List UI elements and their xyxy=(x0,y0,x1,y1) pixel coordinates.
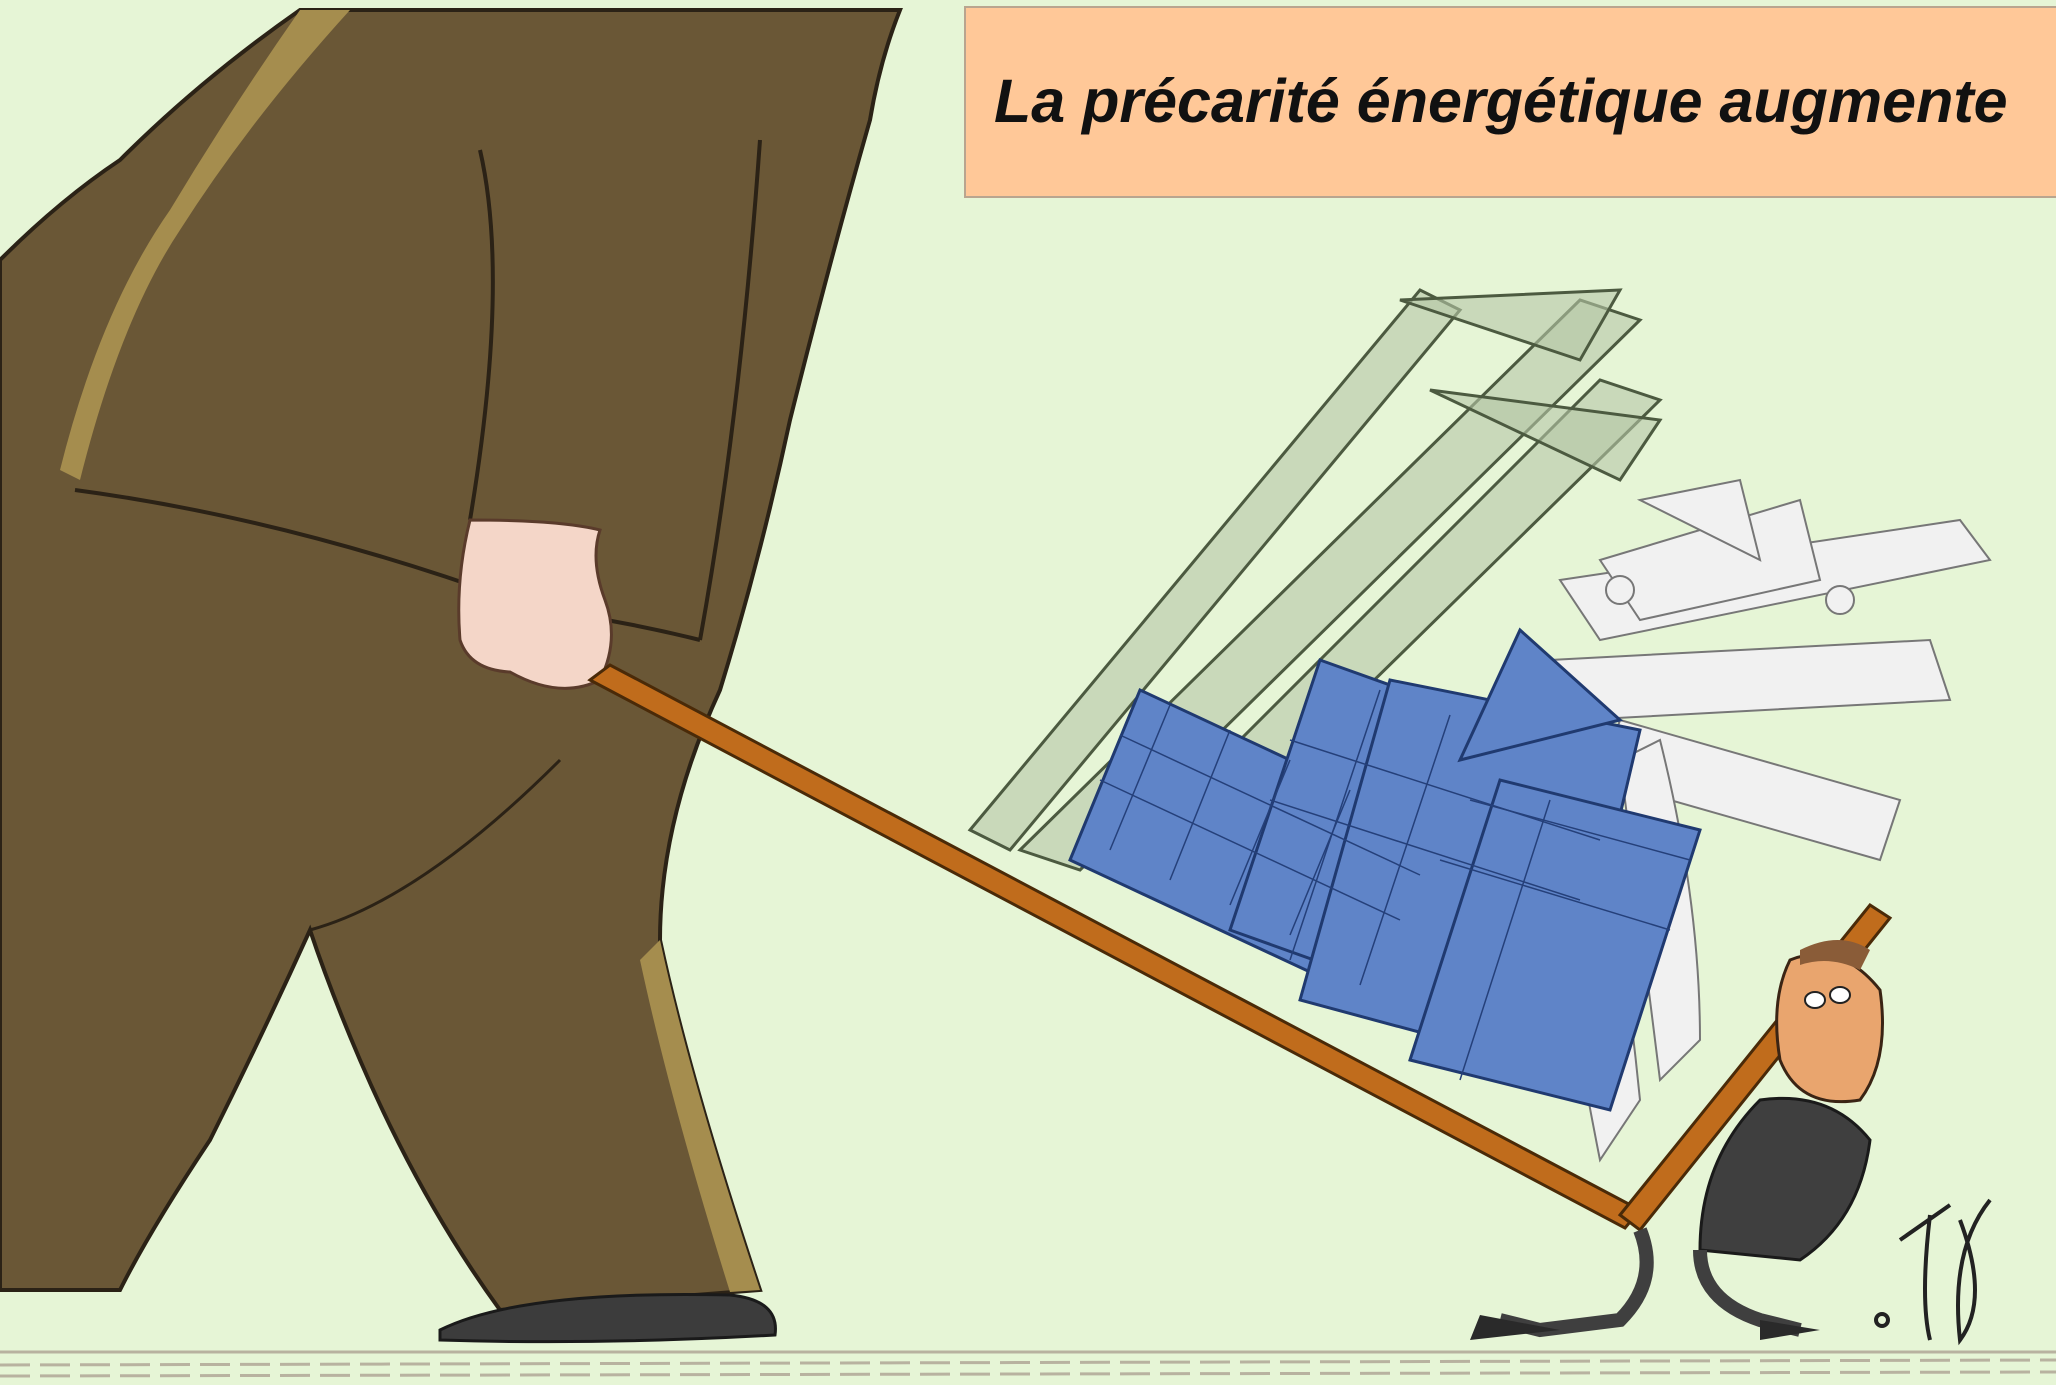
giant-figure xyxy=(0,8,903,1344)
ground xyxy=(0,1350,2056,1378)
giant-hand xyxy=(457,518,613,690)
solar-panel-grid xyxy=(1099,689,1691,1081)
signature xyxy=(1874,1198,1992,1346)
caption-box: La précarité énergétique augmente xyxy=(964,6,2056,198)
caption-text: La précarité énergétique augmente xyxy=(994,67,2008,135)
small-man xyxy=(1470,940,1884,1340)
